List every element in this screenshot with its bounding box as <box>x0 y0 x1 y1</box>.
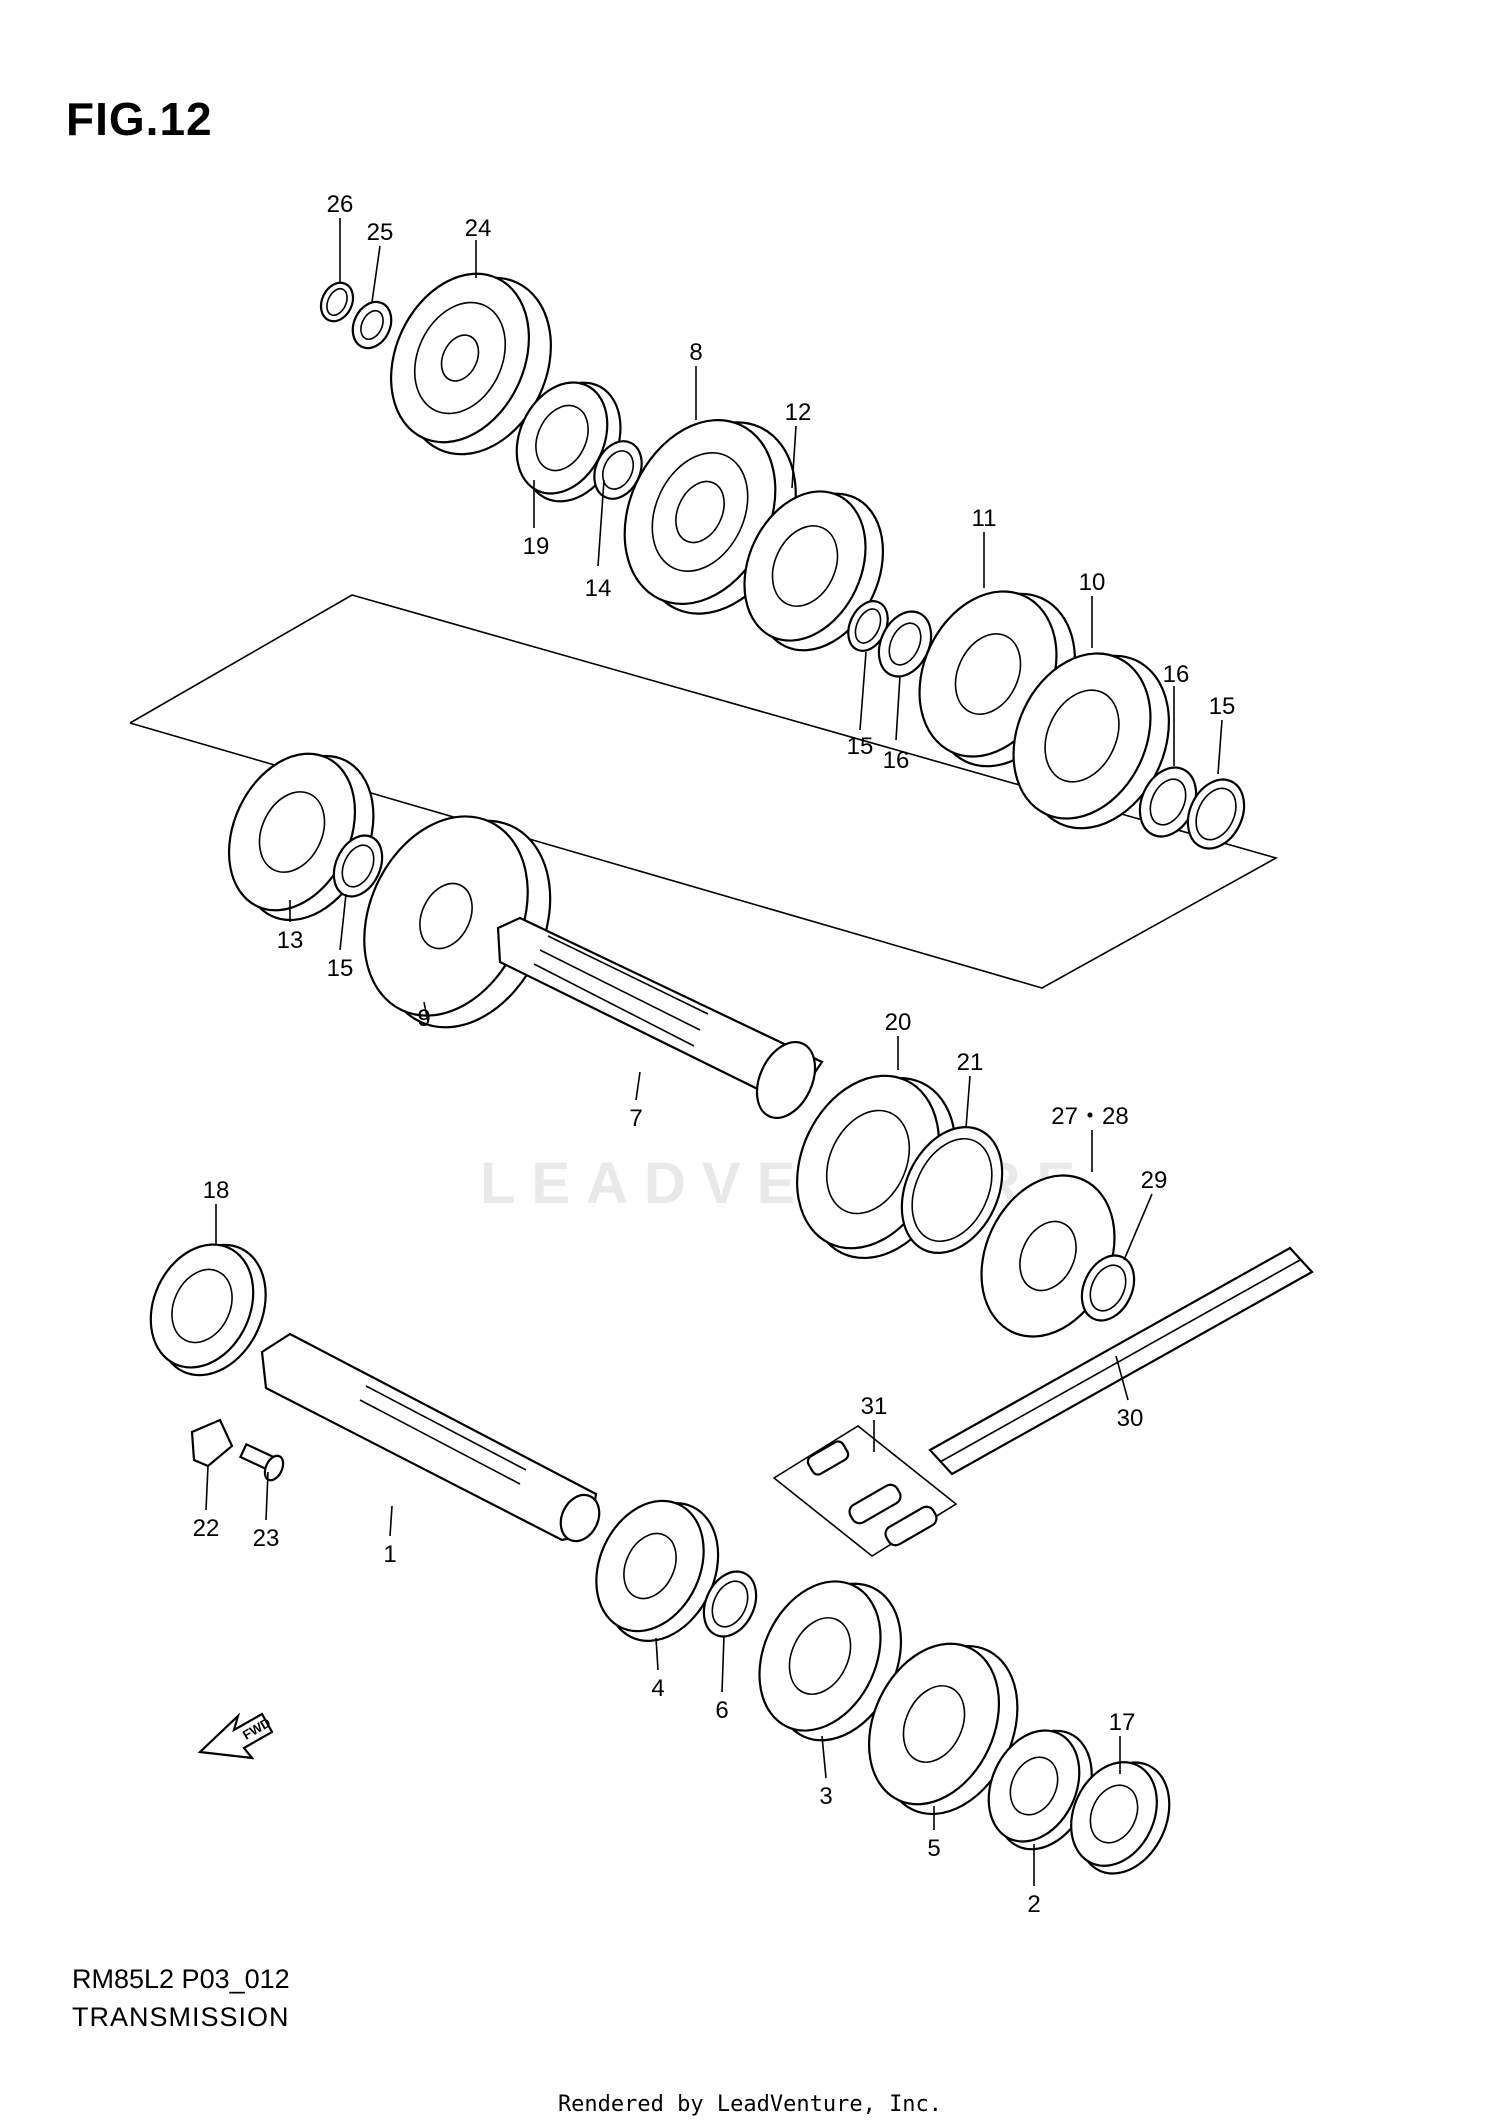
callout-20: 20 <box>885 1009 912 1036</box>
callout-26: 26 <box>327 191 354 218</box>
gear-3[interactable] <box>736 1562 925 1761</box>
screw-23[interactable] <box>238 1442 286 1483</box>
callout-24: 24 <box>465 215 492 242</box>
callout-5: 5 <box>927 1835 940 1862</box>
callout-6: 6 <box>715 1697 728 1724</box>
section-name: TRANSMISSION <box>72 2002 290 2032</box>
footer-credit: Rendered by LeadVenture, Inc. <box>557 2092 943 2117</box>
washer-25[interactable] <box>346 296 399 355</box>
callout-14: 14 <box>585 575 612 602</box>
bearing-18[interactable] <box>131 1227 286 1393</box>
callout-10: 10 <box>1079 569 1106 596</box>
figure-title: FIG.12 <box>66 93 213 145</box>
callout-27-28: 27・28 <box>1051 1103 1128 1130</box>
callout-13: 13 <box>277 927 304 954</box>
callout-23: 23 <box>253 1525 280 1552</box>
callout-11: 11 <box>972 505 997 532</box>
countershaft-7[interactable] <box>496 916 826 1127</box>
callout-25: 25 <box>367 219 394 246</box>
callout-9: 9 <box>417 1005 430 1032</box>
callout-17: 17 <box>1109 1709 1136 1736</box>
gear-12[interactable] <box>721 472 907 671</box>
oil-seal-21[interactable] <box>882 1111 1021 1270</box>
callout-16-upper: 16 <box>883 747 910 774</box>
gear-4[interactable] <box>576 1483 740 1659</box>
washer-14[interactable] <box>585 434 650 507</box>
washer-6[interactable] <box>694 1563 766 1645</box>
subassembly-bracket <box>129 594 1279 989</box>
callout-2: 2 <box>1027 1891 1040 1918</box>
callout-4: 4 <box>651 1675 664 1702</box>
callout-19: 19 <box>523 533 550 560</box>
callout-1: 1 <box>383 1541 396 1568</box>
callout-numbers: 26 25 24 8 12 19 14 11 10 16 15 15 16 13… <box>193 191 1236 1918</box>
gear-2[interactable] <box>971 1715 1110 1865</box>
callout-16-right: 16 <box>1163 661 1190 688</box>
callout-29: 29 <box>1141 1167 1168 1194</box>
gear-24[interactable] <box>365 251 579 478</box>
callout-21: 21 <box>957 1049 984 1076</box>
model-code: RM85L2 P03_012 <box>72 1964 290 1994</box>
circlip-29[interactable] <box>1072 1247 1144 1329</box>
gear-10[interactable] <box>988 631 1196 851</box>
callout-15-left: 15 <box>327 955 354 982</box>
chain-joint-31[interactable] <box>772 1425 958 1557</box>
callout-30: 30 <box>1117 1405 1144 1432</box>
callout-7: 7 <box>629 1105 642 1132</box>
callout-8: 8 <box>689 339 702 366</box>
drive-chain-30[interactable] <box>928 1246 1314 1476</box>
callout-31: 31 <box>861 1393 888 1420</box>
callout-15-upper: 15 <box>847 733 874 760</box>
callout-3: 3 <box>819 1783 832 1810</box>
forward-arrow-icon: FWD <box>197 1712 274 1760</box>
leader-lines <box>205 218 1223 1886</box>
circlip-15-right[interactable] <box>1177 770 1255 857</box>
driveshaft-1[interactable] <box>260 1332 606 1547</box>
callout-12: 12 <box>785 399 812 426</box>
circlip-26[interactable] <box>315 278 359 327</box>
bearing-17[interactable] <box>1055 1748 1187 1889</box>
callout-15-right: 15 <box>1209 693 1236 720</box>
callout-18: 18 <box>203 1177 230 1204</box>
gear-5[interactable] <box>844 1623 1043 1836</box>
circlip-15-left[interactable] <box>325 828 392 905</box>
callout-22: 22 <box>193 1515 220 1542</box>
retainer-22[interactable] <box>190 1418 234 1468</box>
